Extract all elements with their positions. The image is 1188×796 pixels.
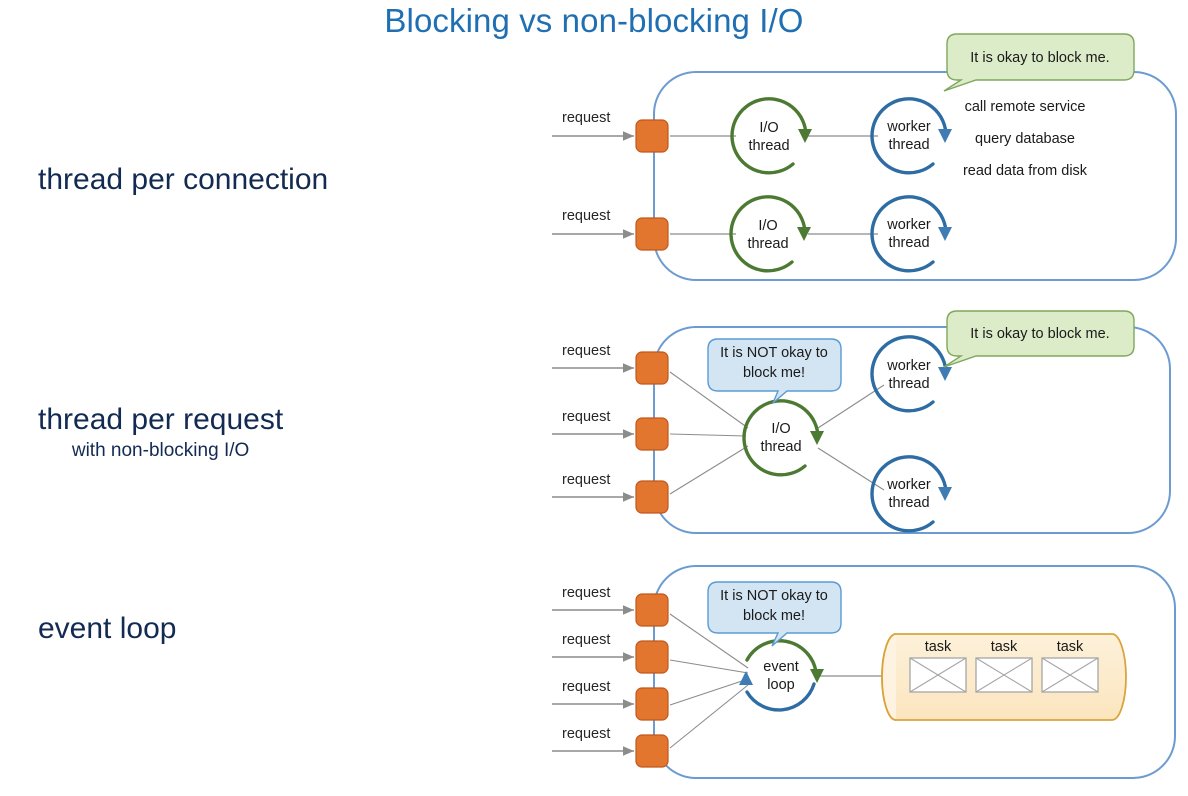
request-label: request bbox=[562, 110, 610, 126]
connector-line bbox=[669, 613, 749, 669]
callout-not-okay-to-block: It is NOT okay to block me! bbox=[707, 581, 842, 647]
page-title: Blocking vs non-blocking I/O bbox=[384, 2, 804, 39]
io-thread-label-line1: I/O bbox=[758, 218, 777, 234]
callout-text: It is okay to block me. bbox=[970, 50, 1109, 66]
io-thread-label-line2: thread bbox=[747, 236, 788, 252]
io-thread-label-line2: thread bbox=[748, 138, 789, 154]
callout-okay-to-block: It is okay to block me. bbox=[943, 310, 1135, 368]
callout-text-line1: It is NOT okay to bbox=[720, 588, 828, 604]
io-thread-label-line1: I/O bbox=[759, 120, 778, 136]
task-label: task bbox=[991, 639, 1018, 655]
section-label-main: thread per connection bbox=[38, 163, 329, 196]
task-label: task bbox=[1057, 639, 1084, 655]
connection-node[interactable] bbox=[635, 217, 669, 251]
connector-line bbox=[669, 678, 749, 706]
section-label-thread-per-request: thread per request with non-blocking I/O bbox=[38, 403, 283, 462]
io-thread-node[interactable]: I/O thread bbox=[730, 97, 812, 175]
event-loop-node[interactable]: event loop bbox=[739, 639, 824, 712]
connector-line bbox=[669, 659, 749, 674]
section-event-loop: request request request request bbox=[552, 565, 1176, 779]
request-label: request bbox=[562, 585, 610, 601]
bullet-read-data-from-disk: read data from disk bbox=[963, 163, 1088, 179]
request-label: request bbox=[562, 632, 610, 648]
callout-text-line2: block me! bbox=[743, 365, 805, 381]
section-thread-per-request: request request request I/O thread bbox=[552, 310, 1171, 534]
worker-thread-node[interactable]: worker thread bbox=[870, 335, 952, 413]
section-label-thread-per-connection: thread per connection bbox=[38, 163, 328, 197]
connection-node[interactable] bbox=[635, 593, 669, 627]
connection-node[interactable] bbox=[635, 734, 669, 768]
callout-text-line1: It is NOT okay to bbox=[720, 345, 828, 361]
request-label: request bbox=[562, 409, 610, 425]
connector-line bbox=[669, 684, 749, 749]
connector-line bbox=[669, 433, 747, 437]
task-item[interactable]: task bbox=[909, 639, 967, 693]
worker-thread-label-line2: thread bbox=[888, 376, 929, 392]
task-item[interactable]: task bbox=[1041, 639, 1099, 693]
io-thread-label-line2: thread bbox=[760, 439, 801, 455]
section-sublabel: with non-blocking I/O bbox=[71, 439, 250, 461]
connector-line bbox=[669, 445, 749, 495]
worker-thread-node[interactable]: worker thread bbox=[870, 97, 952, 175]
queue-cap bbox=[881, 633, 897, 721]
request-label: request bbox=[562, 343, 610, 359]
connection-node[interactable] bbox=[635, 640, 669, 674]
task-label: task bbox=[925, 639, 952, 655]
worker-thread-label-line2: thread bbox=[888, 495, 929, 511]
request-label: request bbox=[562, 208, 610, 224]
worker-thread-label-line2: thread bbox=[888, 137, 929, 153]
worker-thread-node[interactable]: worker thread bbox=[870, 455, 952, 533]
section-label-event-loop: event loop bbox=[38, 612, 176, 646]
connection-node[interactable] bbox=[635, 687, 669, 721]
section-label-main: thread per request bbox=[38, 403, 284, 436]
io-thread-node[interactable]: I/O thread bbox=[729, 195, 811, 273]
connection-node[interactable] bbox=[635, 417, 669, 451]
worker-thread-label-line1: worker bbox=[886, 217, 931, 233]
callout-not-okay-to-block: It is NOT okay to block me! bbox=[707, 338, 842, 404]
bullet-call-remote-service: call remote service bbox=[965, 99, 1086, 115]
task-item[interactable]: task bbox=[975, 639, 1033, 693]
bullet-query-database: query database bbox=[975, 131, 1075, 147]
event-loop-label-line2: loop bbox=[767, 677, 794, 693]
worker-thread-node[interactable]: worker thread bbox=[870, 195, 952, 273]
connector-line bbox=[669, 371, 749, 429]
connector-line bbox=[817, 384, 885, 429]
worker-thread-label-line2: thread bbox=[888, 235, 929, 251]
io-thread-label-line1: I/O bbox=[771, 421, 790, 437]
callout-text-line2: block me! bbox=[743, 608, 805, 624]
connection-node[interactable] bbox=[635, 351, 669, 385]
worker-thread-label-line1: worker bbox=[886, 477, 931, 493]
io-thread-node[interactable]: I/O thread bbox=[742, 399, 824, 477]
request-label: request bbox=[562, 472, 610, 488]
worker-thread-label-line1: worker bbox=[886, 358, 931, 374]
callout-okay-to-block: It is okay to block me. bbox=[943, 33, 1135, 92]
request-label: request bbox=[562, 679, 610, 695]
connection-node[interactable] bbox=[635, 480, 669, 514]
event-loop-label-line1: event bbox=[763, 659, 798, 675]
callout-text: It is okay to block me. bbox=[970, 326, 1109, 342]
worker-thread-label-line1: worker bbox=[886, 119, 931, 135]
request-label: request bbox=[562, 726, 610, 742]
connection-node[interactable] bbox=[635, 119, 669, 153]
section-label-main: event loop bbox=[38, 612, 177, 645]
boundary-box-section1 bbox=[653, 71, 1177, 281]
task-queue: task task task bbox=[881, 633, 1127, 721]
section-thread-per-connection: request request I/O thread I/O bbox=[552, 33, 1177, 281]
